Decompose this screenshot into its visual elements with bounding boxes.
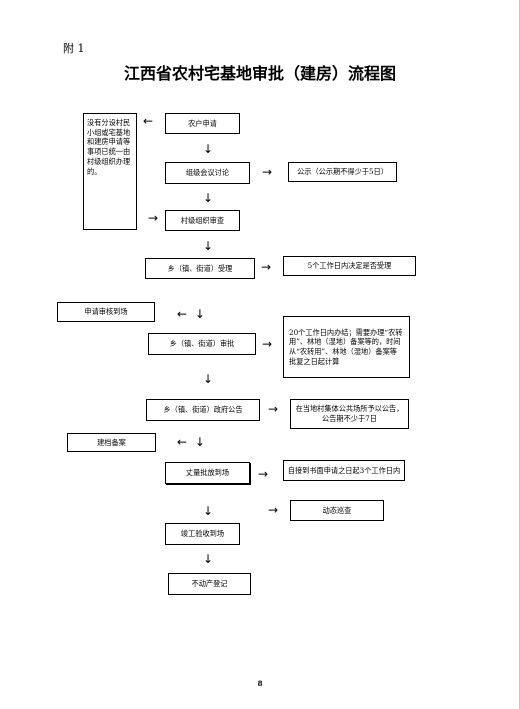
arrow-right: → [262, 337, 273, 351]
step-publicity: 公示（公示期不得少于5日） [288, 162, 397, 182]
arrow-left: ← [143, 114, 154, 128]
arrow-right: → [268, 503, 279, 517]
step-survey-stakeout: 丈量批放到场 [165, 462, 250, 484]
arrow-right: → [258, 467, 269, 481]
step-archive-record: 建档备案 [67, 433, 156, 452]
step-town-announcement: 乡（镇、街道）政府公告 [146, 399, 260, 421]
arrow-down: ↓ [194, 307, 207, 321]
arrow-down: ↓ [203, 552, 214, 566]
arrow-left: ← [177, 307, 190, 321]
step-group-meeting: 组级会议讨论 [165, 162, 250, 184]
step-dynamic-patrol: 动态巡查 [290, 500, 384, 521]
arrow-right: → [268, 402, 279, 416]
rule-announcement-7-days: 在当地村集体公共场所予以公告，公告期不少于7日 [290, 399, 409, 429]
arrow-left: ← [177, 435, 190, 449]
rule-approval-20-days: 20个工作日内办结；需要办理“农转用”、林地（湿地）备案等的，时间从“农转用”、… [283, 316, 410, 378]
arrow-down: ↓ [203, 504, 214, 518]
arrow-down: ↓ [203, 142, 214, 156]
step-farmer-application: 农户申请 [165, 113, 240, 134]
step-town-acceptance: 乡（镇、街道）受理 [145, 258, 255, 279]
page-title: 江西省农村宅基地审批（建房）流程图 [123, 64, 396, 83]
step-village-review: 村级组织审查 [165, 210, 240, 231]
note-unified-village-handling: 没有分设村民小组或宅基地和建房申请等事项已统一由村级组织办理的。 [83, 113, 137, 230]
arrow-down: ↓ [203, 372, 214, 386]
rule-acceptance-5-days: 5个工作日内决定是否受理 [283, 256, 416, 276]
arrow-down: ↓ [203, 191, 214, 205]
step-site-review: 申请审核到场 [57, 302, 155, 322]
page-number: 8 [257, 679, 263, 688]
arrow-right: → [148, 211, 159, 225]
arrow-down: ↓ [194, 435, 207, 449]
step-completion-acceptance: 竣工验收到场 [165, 523, 240, 545]
arrow-right: → [262, 165, 273, 179]
step-property-registration: 不动产登记 [168, 573, 251, 595]
step-town-approval: 乡（镇、街道）审批 [148, 333, 256, 355]
arrow-down: ↓ [203, 239, 214, 253]
arrow-left-down: ← ↓ [177, 436, 207, 448]
annex-label: 附 1 [63, 42, 85, 55]
rule-survey-3-days: 自接到书面申请之日起3个工作日内 [283, 460, 405, 481]
arrow-right: → [261, 260, 272, 274]
arrow-left-down: ← ↓ [177, 308, 207, 320]
